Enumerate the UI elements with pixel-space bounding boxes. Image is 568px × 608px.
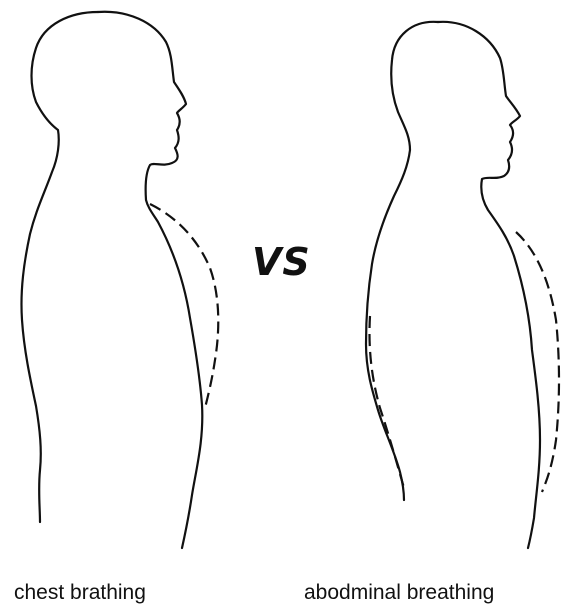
chest-breathing-figure <box>21 12 218 548</box>
chest-breathing-caption: chest brathing <box>14 581 146 605</box>
vs-label: VS <box>252 240 311 284</box>
left-figure-back-outline <box>21 12 98 522</box>
left-figure-front-outline <box>98 12 202 548</box>
right-abdomen-expansion-dashed-line <box>516 232 559 492</box>
right-figure-front-outline <box>438 22 540 548</box>
abdominal-breathing-caption: abodminal breathing <box>304 581 494 605</box>
right-figure-back-outline <box>366 22 438 500</box>
abdominal-breathing-figure <box>366 22 559 548</box>
left-chest-expansion-dashed-line <box>150 204 218 408</box>
